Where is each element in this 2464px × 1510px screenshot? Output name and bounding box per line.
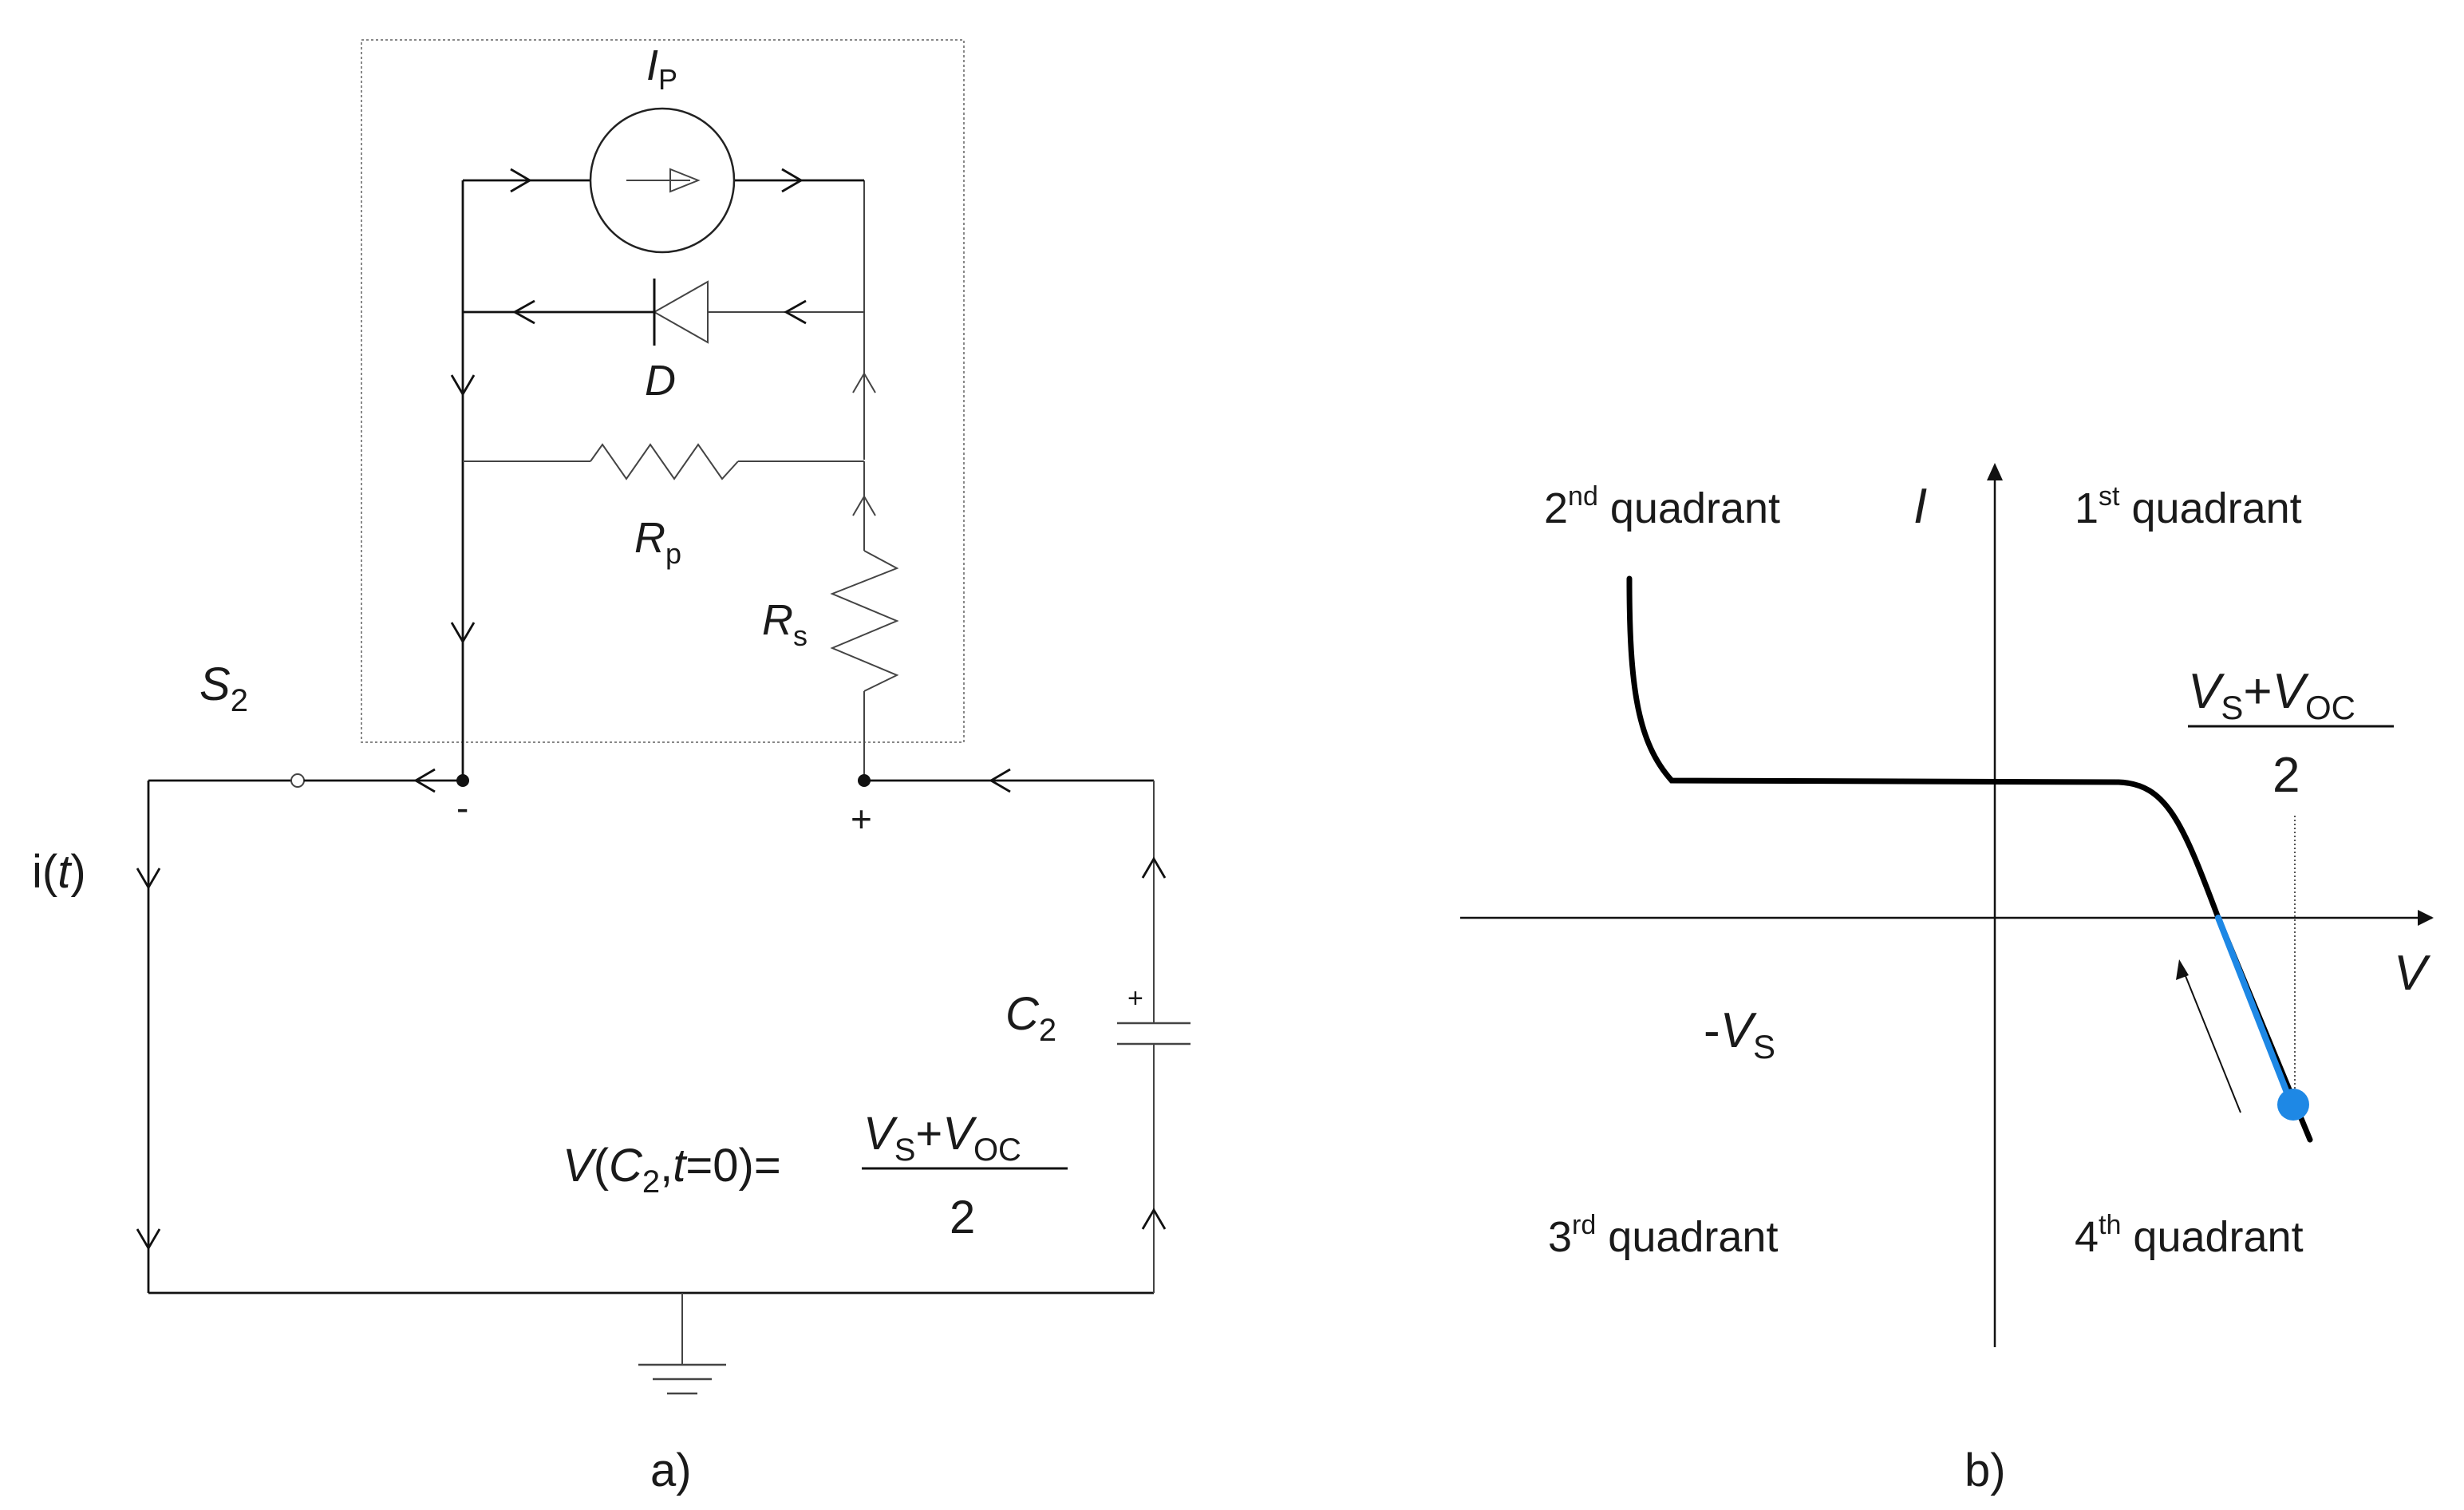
panel-b-iv-curve: I V 2nd quadrant 1st quadrant 3rd quadra…: [1460, 463, 2434, 1496]
svg-text:2: 2: [2272, 748, 2300, 803]
loop-current-label: i(t): [32, 846, 86, 898]
terminal-minus-node: [456, 774, 469, 787]
current-source-label: IP: [646, 42, 677, 96]
direction-arrow: [2180, 963, 2241, 1113]
panel-a-circuit: IP D Rp Rs S2 i(t) - + C2 + V(C2,t=0)= V…: [32, 39, 1191, 1496]
diode-symbol: [652, 279, 709, 346]
diode-label: D: [645, 357, 676, 405]
svg-text:VS+VOC: VS+VOC: [2188, 664, 2355, 726]
negative-vs-label: -VS: [1704, 1003, 1775, 1065]
parallel-resistor-symbol: [590, 443, 739, 480]
svg-text:2: 2: [950, 1192, 975, 1243]
panel-b-caption: b): [1964, 1445, 2006, 1496]
vs-voc-fraction: VS+VOC 2: [2188, 664, 2394, 803]
operating-point-marker: [2277, 1089, 2309, 1121]
iv-curve: [1626, 575, 2313, 1143]
solar-cell-boundary: [361, 39, 965, 743]
terminal-plus-label: +: [851, 798, 872, 840]
svg-text:VS+VOC: VS+VOC: [863, 1108, 1021, 1168]
quadrant-3-label: 3rd quadrant: [1548, 1210, 1778, 1261]
quadrant-2-label: 2nd quadrant: [1544, 481, 1780, 532]
ground-symbol: [638, 1293, 726, 1395]
series-resistor-label: Rs: [762, 596, 808, 652]
capacitor-polarity: +: [1127, 983, 1143, 1014]
switch-s2[interactable]: [290, 773, 305, 788]
y-axis-label: I: [1913, 479, 1927, 534]
parallel-resistor-label: Rp: [634, 514, 681, 570]
capacitor-label: C2: [1005, 988, 1056, 1048]
terminal-plus-node: [858, 774, 871, 787]
initial-condition-equation: V(C2,t=0)= VS+VOC 2: [563, 1108, 1068, 1243]
svg-text:V(C2,t=0)=: V(C2,t=0)=: [563, 1140, 781, 1200]
panel-a-caption: a): [650, 1445, 692, 1496]
quadrant-1-label: 1st quadrant: [2075, 481, 2302, 532]
operating-segment: [2215, 915, 2295, 1108]
switch-label: S2: [199, 658, 248, 718]
capacitor-symbol: [1117, 1022, 1191, 1046]
x-axis-label: V: [2394, 946, 2431, 1001]
terminal-minus-label: -: [456, 787, 468, 828]
current-source-symbol: [589, 107, 736, 254]
series-resistor-symbol: [830, 550, 899, 692]
quadrant-4-label: 4th quadrant: [2075, 1210, 2304, 1261]
